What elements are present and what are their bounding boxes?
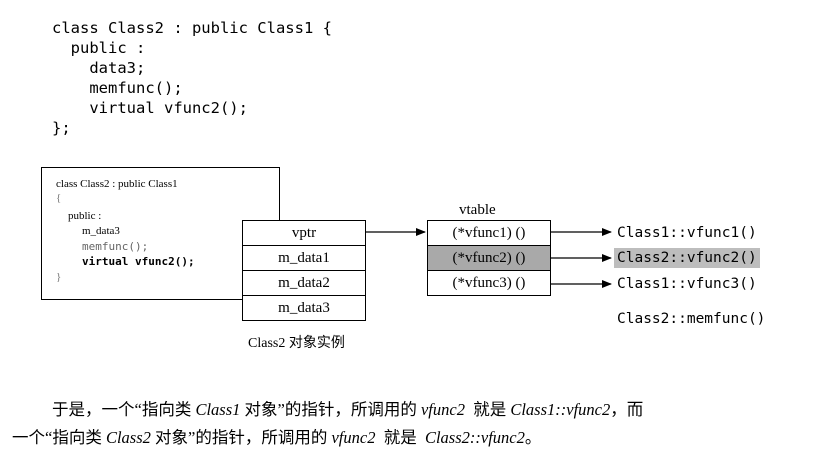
vtable-entry: (*vfunc1) () <box>427 220 551 246</box>
vtable-title: vtable <box>459 202 496 218</box>
class-box-line: } <box>56 271 62 283</box>
code-line: memfunc(); <box>52 79 183 97</box>
code-line: virtual vfunc2(); <box>52 99 248 117</box>
code-listing: class Class2 : public Class1 { public : … <box>52 18 332 138</box>
vtable-entry-highlighted: (*vfunc2) () <box>427 245 551 271</box>
target-function: Class1::vfunc1() <box>617 225 757 241</box>
class-box-line: public : <box>68 210 102 222</box>
class-box-line: class Class2 : public Class1 <box>56 178 178 190</box>
code-line: }; <box>52 119 71 137</box>
text-run: 一个“指向类 <box>12 428 106 447</box>
explanation-line-2: 一个“指向类 Class2 对象”的指针，所调用的 vfunc2 就是 Clas… <box>0 424 818 452</box>
explanation-paragraph: 于是，一个“指向类 Class1 对象”的指针，所调用的 vfunc2 就是 C… <box>0 396 818 452</box>
function-name: vfunc2 <box>331 428 376 447</box>
class-box-line: virtual vfunc2(); <box>82 255 195 268</box>
class-box-line: { <box>56 192 62 204</box>
qualified-function: Class1::vfunc2 <box>510 400 611 419</box>
code-line: class Class2 : public Class1 { <box>52 19 332 37</box>
qualified-function: Class2::vfunc2 <box>424 428 525 447</box>
class-declaration-box: class Class2 : public Class1 { public : … <box>41 167 280 300</box>
text-run: ，而 <box>610 400 644 419</box>
class-name: Class1 <box>195 400 241 419</box>
class-box-line: m_data3 <box>82 225 120 237</box>
explanation-line-1: 于是，一个“指向类 Class1 对象”的指针，所调用的 vfunc2 就是 C… <box>0 396 818 424</box>
function-name: vfunc2 <box>420 400 465 419</box>
vtable-entry: (*vfunc3) () <box>427 270 551 296</box>
object-cell: m_data3 <box>242 295 366 321</box>
text-run: 于是，一个“指向类 <box>52 400 196 419</box>
target-memfunc: Class2::memfunc() <box>617 311 766 327</box>
object-cell: m_data1 <box>242 245 366 271</box>
target-function: Class1::vfunc3() <box>617 276 757 292</box>
target-function-highlighted: Class2::vfunc2() <box>614 248 760 268</box>
text-run: 。 <box>524 428 542 447</box>
class-name: Class2 <box>105 428 151 447</box>
code-line: data3; <box>52 59 146 77</box>
text-run: 就是 <box>464 400 511 419</box>
code-line: public : <box>52 39 146 57</box>
text-run: 对象”的指针，所调用的 <box>150 428 332 447</box>
text-run: 就是 <box>375 428 425 447</box>
object-cell: m_data2 <box>242 270 366 296</box>
class-box-line: memfunc(); <box>82 240 149 253</box>
object-cell-vptr: vptr <box>242 220 366 246</box>
text-run: 对象”的指针，所调用的 <box>240 400 421 419</box>
object-caption: Class2 对象实例 <box>248 336 345 351</box>
